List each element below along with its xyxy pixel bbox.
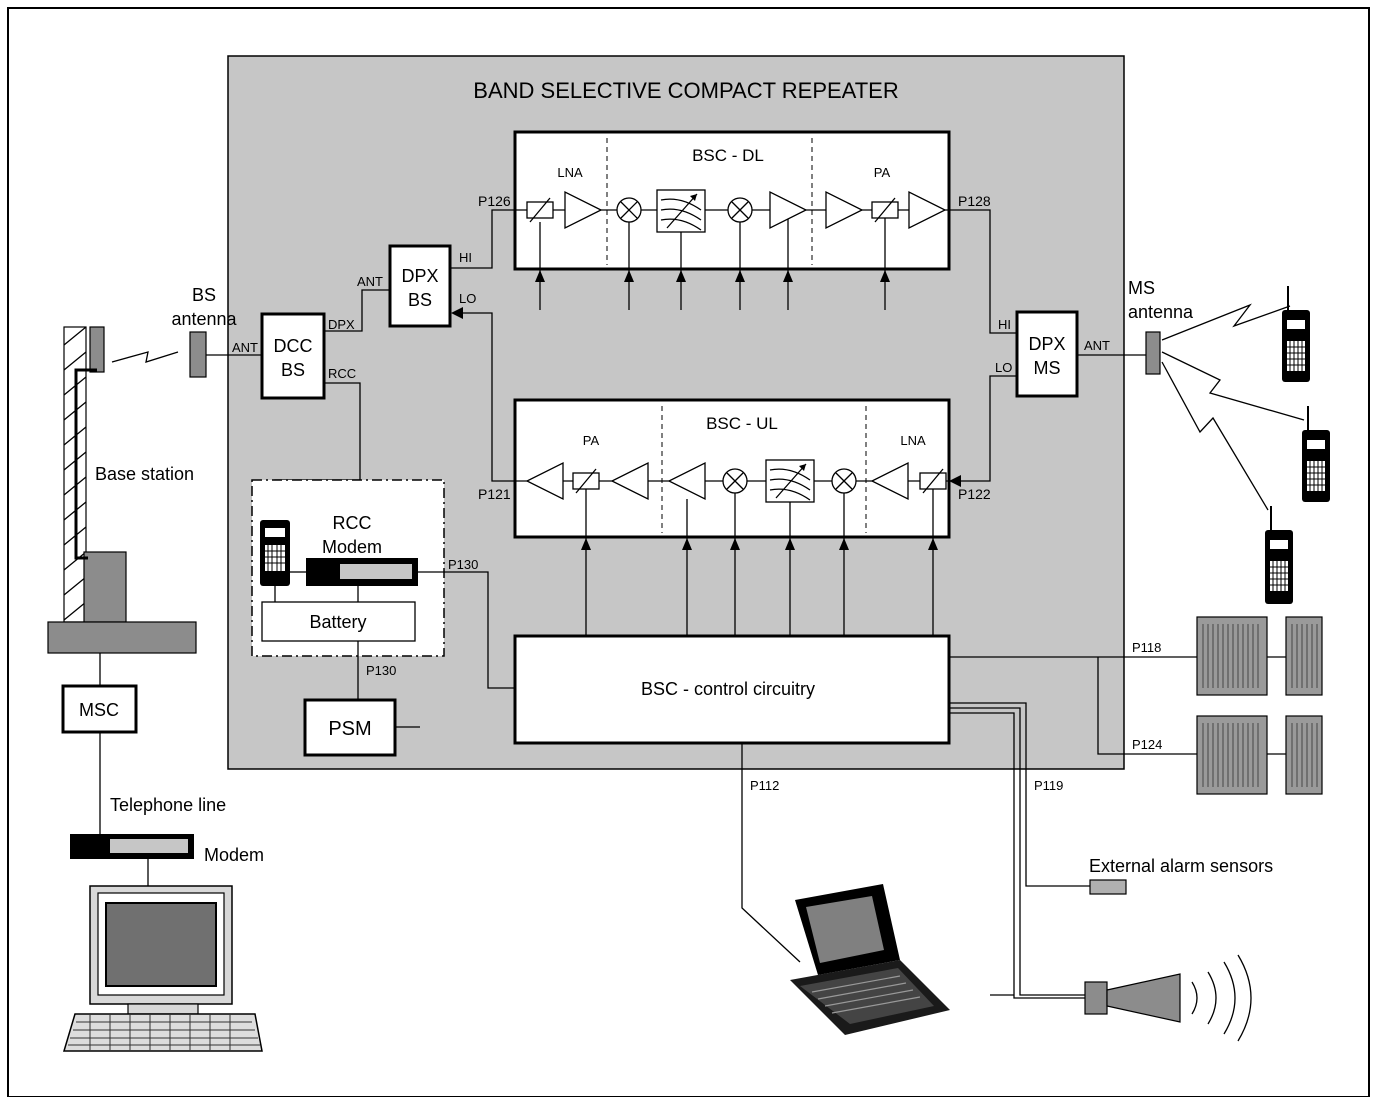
svg-text:DPX: DPX xyxy=(401,266,438,286)
dpx-bs-hi-label: HI xyxy=(459,250,472,265)
dl-output-amplifier-icon xyxy=(908,190,947,230)
dl-pa-amplifier-icon xyxy=(825,190,864,230)
port-p118-label: P118 xyxy=(1132,640,1161,655)
mobile-phone-icon xyxy=(1282,286,1310,382)
ul-pa-label: PA xyxy=(583,433,600,448)
dl-lna-amplifier-icon xyxy=(564,190,603,230)
modem-label: Modem xyxy=(204,845,264,865)
rcc-handset-icon xyxy=(260,520,290,586)
dl-mixer-icon-2 xyxy=(727,197,753,223)
mobile-phone-icon-2 xyxy=(1302,406,1330,502)
bs-antenna-label-2: antenna xyxy=(171,309,237,329)
bsc-ul-title: BSC - UL xyxy=(706,414,778,433)
cabinet-unit-icon-2 xyxy=(1196,715,1323,795)
svg-text:DPX: DPX xyxy=(1028,334,1065,354)
dcc-dpx-label: DPX xyxy=(328,317,355,332)
bsc-ul-block: BSC - UL PA LNA xyxy=(513,398,951,636)
dpx-bs-block: DPX BS xyxy=(388,244,452,328)
port-p124-label: P124 xyxy=(1132,737,1162,752)
ul-lna-amplifier-icon xyxy=(870,461,909,501)
dpx-bs-ant-label: ANT xyxy=(357,274,383,289)
radio-link-icon xyxy=(111,351,179,363)
laptop-icon xyxy=(790,884,950,1035)
dl-lna-label: LNA xyxy=(557,165,583,180)
ul-filter-icon xyxy=(765,459,815,503)
msc-block xyxy=(61,684,138,734)
msc-label: MSC xyxy=(79,700,119,720)
dcc-ant-label: ANT xyxy=(232,340,258,355)
dpx-ms-lo-label: LO xyxy=(995,360,1012,375)
port-p130-top-label: P130 xyxy=(448,557,478,572)
control-circuitry-label: BSC - control circuitry xyxy=(641,679,815,699)
bsc-dl-title: BSC - DL xyxy=(692,146,764,165)
siren-icon xyxy=(1084,954,1252,1042)
telephone-line-label: Telephone line xyxy=(110,795,226,815)
dpx-ms-ant-label: ANT xyxy=(1084,338,1110,353)
dcc-rcc-label: RCC xyxy=(328,366,356,381)
port-p112-label: P112 xyxy=(750,778,779,793)
base-station-label: Base station xyxy=(95,464,194,484)
base-station-tower-icon xyxy=(47,326,197,654)
cabinet-unit-icon xyxy=(1196,616,1323,696)
bsc-dl-block: BSC - DL LNA PA xyxy=(513,130,951,310)
rcc-label: RCC xyxy=(333,513,372,533)
outer-frame xyxy=(7,7,1370,1097)
ms-antenna-label-2: antenna xyxy=(1128,302,1194,322)
port-p126-label: P126 xyxy=(478,193,511,209)
rcc-modem-device-icon xyxy=(306,558,418,586)
dpx-bs-lo-label: LO xyxy=(459,291,476,306)
dpx-ms-block: DPX MS xyxy=(1015,310,1079,398)
radio-link-icon-4 xyxy=(1161,361,1269,511)
ul-pa-amplifier-icon xyxy=(610,461,649,501)
svg-text:BS: BS xyxy=(408,290,432,310)
rcc-modem-label: Modem xyxy=(322,537,382,557)
panel-title: BAND SELECTIVE COMPACT REPEATER xyxy=(473,78,898,103)
alarm-sensor-icon xyxy=(1089,879,1127,895)
port-p119-label: P119 xyxy=(1034,778,1063,793)
dcc-bs-block: DCC BS xyxy=(260,312,326,400)
bs-antenna-label-1: BS xyxy=(192,285,216,305)
ul-lna-label: LNA xyxy=(900,433,926,448)
svg-text:DCC: DCC xyxy=(274,336,313,356)
bs-antenna-icon xyxy=(189,331,207,378)
battery-label: Battery xyxy=(309,612,366,632)
port-p128-label: P128 xyxy=(958,193,991,209)
port-p122-label: P122 xyxy=(958,486,991,502)
ul-mixer-icon-2 xyxy=(831,468,857,494)
mobile-phone-icon-3 xyxy=(1265,506,1293,604)
ul-amplifier-icon xyxy=(667,461,706,501)
radio-link-icon-3 xyxy=(1161,351,1305,421)
port-p121-label: P121 xyxy=(478,486,511,502)
pc-modem-icon xyxy=(70,834,194,859)
dl-mixer-icon xyxy=(616,197,642,223)
radio-link-icon-2 xyxy=(1161,303,1291,341)
psm-label: PSM xyxy=(328,718,371,740)
dl-filter-icon xyxy=(656,189,706,233)
control-circuitry-block xyxy=(513,634,951,745)
dpx-ms-hi-label: HI xyxy=(998,317,1011,332)
ul-mixer-icon xyxy=(722,468,748,494)
svg-text:BS: BS xyxy=(281,360,305,380)
dl-pa-label: PA xyxy=(874,165,891,180)
svg-text:MS: MS xyxy=(1034,358,1061,378)
computer-icon xyxy=(62,885,263,1052)
port-p130-bottom-label: P130 xyxy=(366,663,396,678)
battery-block xyxy=(261,601,416,642)
ms-antenna-icon xyxy=(1145,331,1161,375)
ms-antenna-label-1: MS xyxy=(1128,278,1155,298)
ul-pa-output-amplifier-icon xyxy=(525,461,564,501)
alarm-sensors-label: External alarm sensors xyxy=(1089,856,1273,876)
